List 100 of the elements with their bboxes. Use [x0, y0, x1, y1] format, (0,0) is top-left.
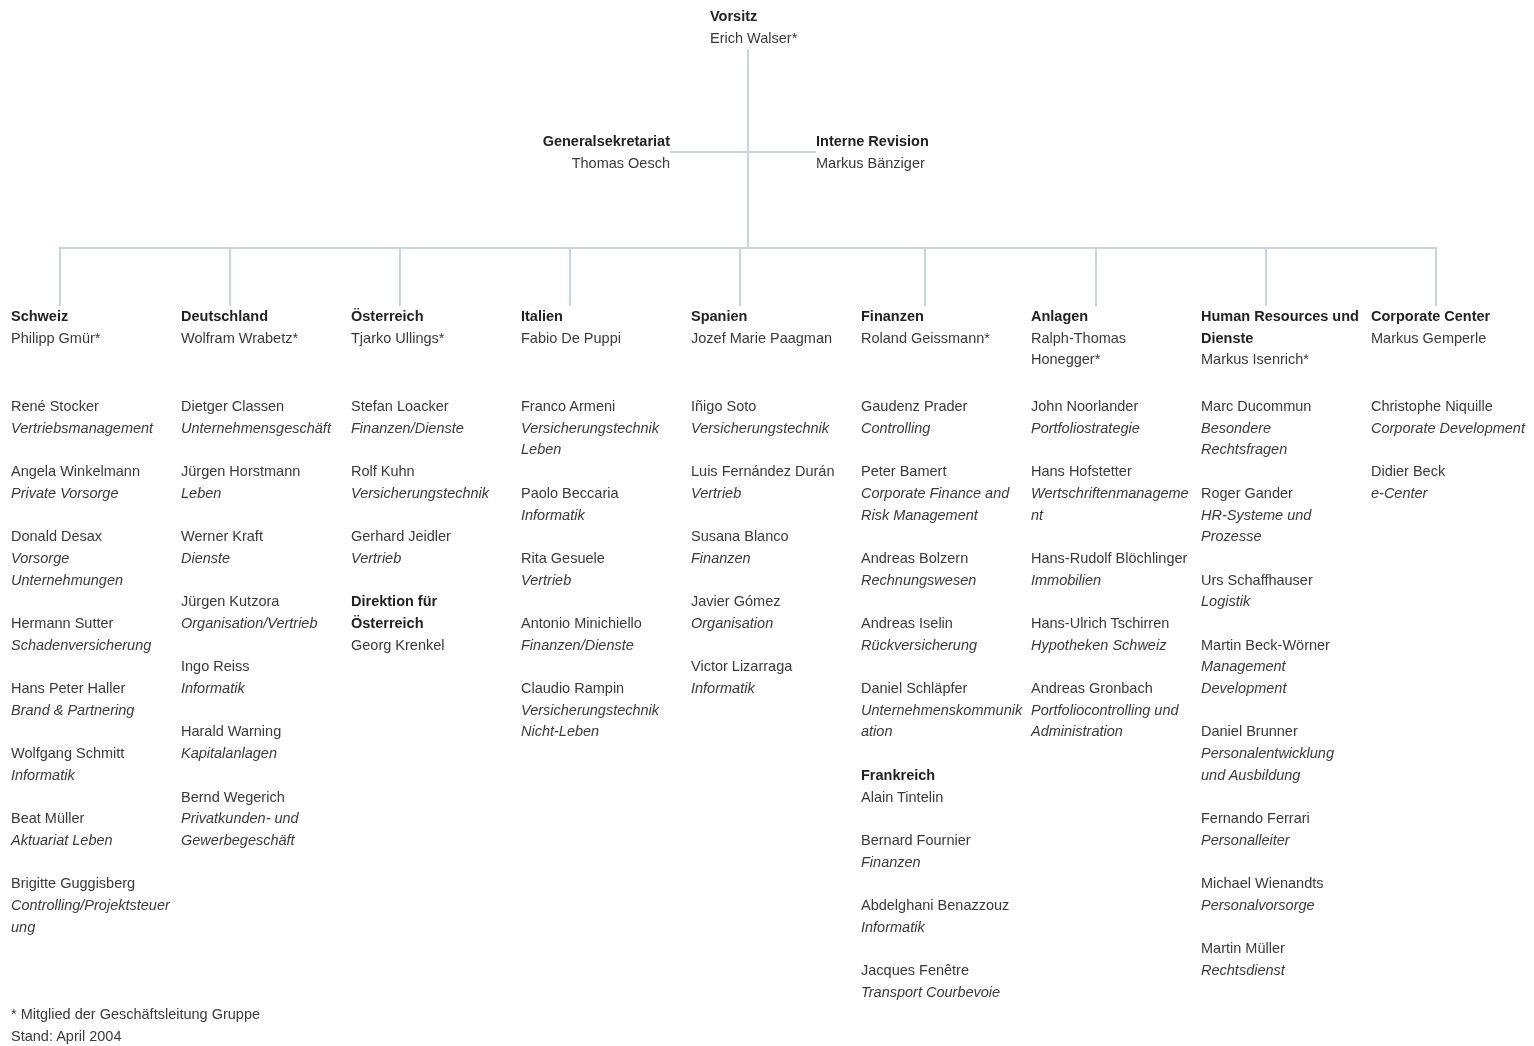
role-title: Unternehmensgeschäft — [181, 418, 331, 438]
role-title: Vorsorge Unternehmungen — [11, 548, 125, 590]
role-title: Immobilien — [1031, 570, 1102, 590]
person-name: Ingo Reiss — [181, 657, 250, 677]
role-title: Finanzen/Dienste — [521, 635, 634, 655]
role-title: Organisation/Vertrieb — [181, 614, 318, 633]
person-name: Thomas Oesch — [571, 153, 670, 173]
person-name: Jacques Fenêtre — [861, 961, 969, 981]
person-name: Abdelghani Benazzouz — [861, 896, 1010, 916]
person-name: Michael Wienandts — [1201, 874, 1324, 894]
person-name: Hermann Sutter — [11, 614, 114, 633]
role-title: Informatik — [691, 679, 755, 699]
unit-heading: Italien — [521, 307, 563, 326]
footnote: * Mitglied der Geschäftsleitung Gruppe — [11, 1005, 261, 1024]
unit-heading: Interne Revision — [816, 132, 929, 151]
unit-heading: Finanzen — [861, 307, 924, 326]
person-name: Fabio De Puppi — [521, 328, 621, 348]
person-name: Claudio Rampin — [521, 679, 625, 699]
person-name: Gerhard Jeidler — [351, 527, 451, 547]
person-name: Markus Bänziger — [816, 153, 925, 173]
person-name: Martin Beck-Wörner — [1201, 635, 1330, 655]
person-name: Bernard Fournier — [861, 830, 971, 850]
unit-heading: Vorsitz — [710, 7, 758, 26]
role-title: Organisation — [691, 614, 774, 633]
role-title: Vertriebsmanagement — [11, 418, 154, 438]
person-name: Paolo Beccaria — [521, 483, 619, 503]
person-name: Donald Desax — [11, 527, 103, 547]
role-title: Management Development — [1201, 657, 1288, 699]
person-name: Victor Lizarraga — [691, 657, 793, 677]
person-name: Markus Gemperle — [1371, 328, 1487, 348]
unit-heading: Anlagen — [1031, 307, 1089, 326]
person-name: Tjarko Ullings* — [351, 328, 445, 348]
role-title: Transport Courbevoie — [861, 982, 1001, 1002]
role-title: Informatik — [861, 917, 925, 937]
role-title: Vertrieb — [691, 483, 742, 503]
unit-heading: Österreich — [351, 307, 424, 326]
role-title: Versicherungstechnik — [351, 483, 490, 503]
person-name: Gaudenz Prader — [861, 397, 968, 416]
person-name: Jürgen Kutzora — [181, 592, 280, 612]
person-name: Luis Fernández Durán — [691, 462, 835, 482]
unit-heading: Corporate Center — [1371, 307, 1491, 326]
person-name: Wolfgang Schmitt — [11, 744, 125, 764]
person-name: Martin Müller — [1201, 939, 1285, 959]
role-title: Corporate Finance and Risk Management — [861, 483, 1011, 525]
role-title: Versicherungstechnik — [691, 418, 830, 438]
role-title: Corporate Development — [1371, 418, 1525, 438]
person-name: Rolf Kuhn — [351, 462, 415, 482]
role-title: Vertrieb — [521, 570, 572, 590]
person-name: John Noorlander — [1031, 397, 1139, 416]
role-title: Finanzen — [691, 548, 751, 568]
role-title: Brand & Partnering — [11, 700, 135, 720]
role-title: Unternehmenskommunikation — [861, 700, 1024, 742]
person-name: Jürgen Horstmann — [181, 462, 301, 482]
person-name: Alain Tintelin — [861, 787, 944, 807]
person-name: Hans Hofstetter — [1031, 462, 1132, 482]
person-name: Andreas Bolzern — [861, 548, 969, 568]
role-title: Personalvorsorge — [1201, 896, 1315, 916]
person-name: Daniel Schläpfer — [861, 679, 968, 699]
person-name: Javier Gómez — [691, 592, 781, 612]
role-title: Leben — [181, 483, 222, 503]
role-title: Informatik — [11, 765, 75, 785]
role-title: Finanzen — [861, 852, 921, 872]
person-name: Andreas Gronbach — [1031, 679, 1153, 699]
role-title: Portfoliocontrolling und Administration — [1031, 700, 1180, 742]
person-name: Daniel Brunner — [1201, 722, 1298, 742]
role-title: Private Vorsorge — [11, 483, 119, 503]
role-title: HR-Systeme und Prozesse — [1201, 505, 1313, 547]
person-name: Rita Gesuele — [521, 548, 605, 568]
person-name: Bernd Wegerich — [181, 787, 285, 807]
person-name: Markus Isenrich* — [1201, 350, 1309, 370]
person-name: René Stocker — [11, 397, 99, 416]
role-title: Personalentwicklung und Ausbildung — [1201, 744, 1335, 785]
role-title: Logistik — [1201, 592, 1251, 612]
person-name: Philipp Gmür* — [11, 328, 101, 348]
role-title: Informatik — [181, 679, 245, 699]
role-title: Versicherungstechnik Leben — [521, 418, 661, 460]
unit-heading: Deutschland — [181, 307, 268, 326]
role-title: Wertschriftenmanagement — [1031, 483, 1190, 525]
person-name: Jozef Marie Paagman — [691, 328, 833, 348]
role-title: Personalleiter — [1201, 831, 1290, 850]
role-title: e-Center — [1371, 483, 1428, 503]
person-name: Wolfram Wrabetz* — [181, 328, 299, 348]
person-name: Erich Walser* — [710, 28, 798, 48]
role-title: Kapitalanlagen — [181, 744, 277, 764]
role-title: Vertrieb — [351, 548, 402, 568]
person-name: Dietger Classen — [181, 397, 285, 416]
person-name: Susana Blanco — [691, 527, 789, 547]
role-title: Rechnungswesen — [861, 570, 977, 590]
person-name: Roger Gander — [1201, 483, 1293, 503]
role-title: Versicherungstechnik Nicht-Leben — [521, 700, 661, 742]
person-name: Christophe Niquille — [1371, 397, 1493, 416]
role-title: Rechtsdienst — [1201, 961, 1285, 981]
role-title: Informatik — [521, 505, 585, 525]
person-name: Andreas Iselin — [861, 614, 953, 633]
person-name: Brigitte Guggisberg — [11, 874, 136, 894]
person-name: Hans Peter Haller — [11, 679, 126, 699]
unit-heading: Human Resources und Dienste — [1201, 307, 1360, 348]
role-title: Controlling/Projektsteuerung — [11, 896, 172, 937]
person-name: Marc Ducommun — [1201, 397, 1312, 416]
person-name: Beat Müller — [11, 809, 85, 829]
